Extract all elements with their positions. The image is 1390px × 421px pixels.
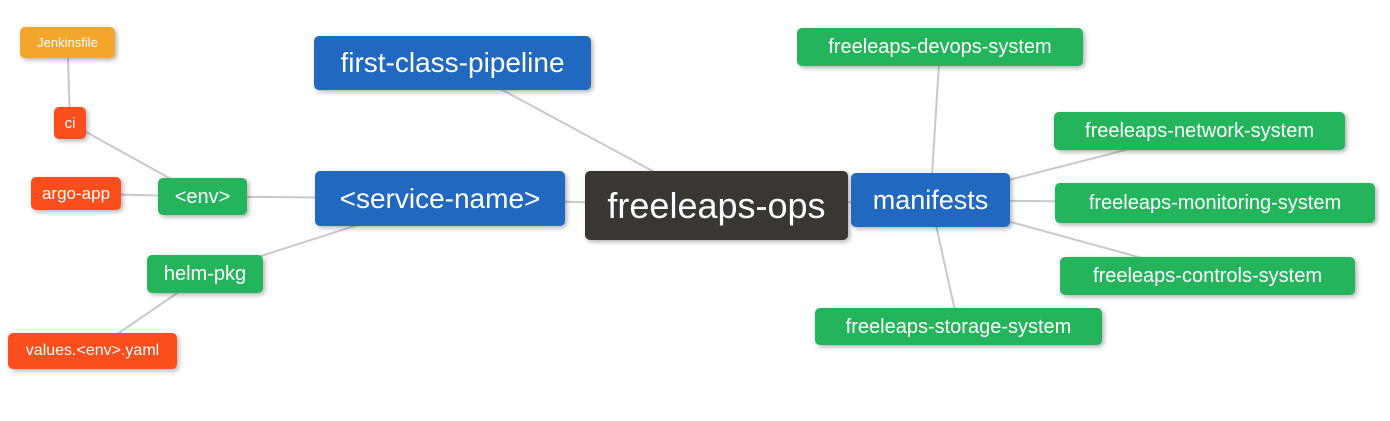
node-monitoring-system[interactable]: freeleaps-monitoring-system <box>1055 183 1375 223</box>
node-freeleaps-ops[interactable]: freeleaps-ops <box>585 171 848 240</box>
node-network-system[interactable]: freeleaps-network-system <box>1054 112 1345 150</box>
node-helm-pkg[interactable]: helm-pkg <box>147 255 263 293</box>
node-ci[interactable]: ci <box>54 107 86 139</box>
node-values-env-yaml[interactable]: values.<env>.yaml <box>8 333 177 369</box>
node-argo-app[interactable]: argo-app <box>31 177 121 210</box>
node-manifests[interactable]: manifests <box>851 173 1010 227</box>
node-devops-system[interactable]: freeleaps-devops-system <box>797 28 1083 66</box>
node-first-class-pipeline[interactable]: first-class-pipeline <box>314 36 591 90</box>
node-jenkinsfile[interactable]: Jenkinsfile <box>20 27 115 58</box>
node-env[interactable]: <env> <box>158 178 247 215</box>
node-controls-system[interactable]: freeleaps-controls-system <box>1060 257 1355 295</box>
node-storage-system[interactable]: freeleaps-storage-system <box>815 308 1102 345</box>
node-service-name[interactable]: <service-name> <box>315 171 565 226</box>
